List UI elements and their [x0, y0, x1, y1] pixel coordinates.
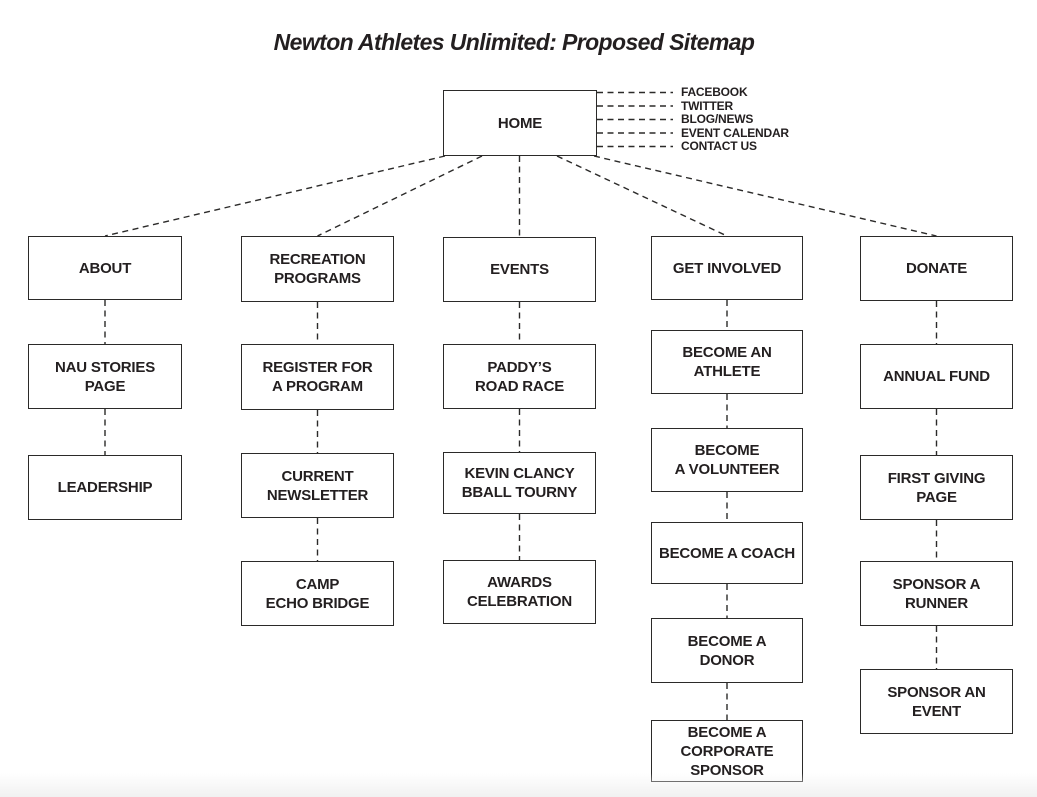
node-label: FIRST GIVING PAGE — [887, 469, 986, 506]
node-label: BECOME A DONOR — [687, 632, 767, 669]
node-label: DONATE — [905, 260, 968, 277]
node-label: BECOME A CORPORATE SPONSOR — [680, 723, 774, 779]
node-label: CAMP ECHO BRIDGE — [265, 575, 370, 612]
node-label: REGISTER FOR A PROGRAM — [262, 359, 373, 395]
fan-line-get-involved — [556, 155, 728, 237]
node-label: LEADERSHIP — [57, 479, 153, 496]
node-label: SPONSOR AN EVENT — [887, 683, 986, 720]
node-sponsor-a-runner: SPONSOR A RUNNER — [860, 561, 1013, 626]
node-become-a-coach: BECOME A COACH — [651, 522, 803, 584]
node-label: GET INVOLVED — [672, 259, 782, 277]
fan-line-recreation-programs — [317, 155, 483, 237]
node-annual-fund: ANNUAL FUND — [860, 344, 1013, 409]
node-leadership: LEADERSHIP — [28, 455, 182, 520]
social-link-facebook: FACEBOOK — [681, 85, 748, 99]
node-current-newsletter: CURRENT NEWSLETTER — [241, 453, 394, 518]
node-label: AWARDS CELEBRATION — [466, 574, 573, 610]
node-label: BECOME AN ATHLETE — [682, 344, 772, 380]
node-register-for-a-program: REGISTER FOR A PROGRAM — [241, 344, 394, 410]
node-label: ANNUAL FUND — [883, 368, 990, 385]
node-nau-stories-page: NAU STORIES PAGE — [28, 344, 182, 409]
node-home: HOME — [443, 90, 597, 156]
node-label: BECOME A VOLUNTEER — [674, 442, 780, 478]
node-recreation-programs: RECREATION PROGRAMS — [241, 236, 394, 302]
page-title: Newton Athletes Unlimited: Proposed Site… — [273, 29, 755, 55]
node-become-a-volunteer: BECOME A VOLUNTEER — [651, 428, 803, 492]
fan-line-donate — [593, 155, 937, 237]
node-label: BECOME A COACH — [658, 544, 796, 562]
social-link-event-calendar: EVENT CALENDAR — [681, 125, 789, 140]
node-about: ABOUT — [28, 236, 182, 300]
node-label: EVENTS — [490, 261, 549, 278]
node-paddys-road-race: PADDY’S ROAD RACE — [443, 344, 596, 409]
node-label: NAU STORIES PAGE — [54, 358, 156, 395]
node-label: PADDY’S ROAD RACE — [474, 358, 565, 395]
social-link-blog-news: BLOG/NEWS — [681, 112, 754, 126]
node-camp-echo-bridge: CAMP ECHO BRIDGE — [241, 561, 394, 626]
node-label: CURRENT NEWSLETTER — [266, 467, 369, 504]
node-get-involved: GET INVOLVED — [651, 236, 803, 300]
social-link-twitter: TWITTER — [681, 98, 733, 113]
node-sponsor-an-event: SPONSOR AN EVENT — [860, 669, 1013, 734]
node-label: SPONSOR A RUNNER — [892, 575, 981, 612]
node-label: HOME — [497, 114, 543, 132]
node-become-an-athlete: BECOME AN ATHLETE — [651, 330, 803, 394]
node-kevin-clancy-bball-tourny: KEVIN CLANCY BBALL TOURNY — [443, 452, 596, 514]
node-become-a-donor: BECOME A DONOR — [651, 618, 803, 683]
fan-line-about — [104, 155, 446, 237]
page-bottom-edge — [0, 773, 1037, 797]
node-first-giving-page: FIRST GIVING PAGE — [860, 455, 1013, 520]
node-label: ABOUT — [78, 259, 132, 277]
social-link-contact-us: CONTACT US — [681, 139, 757, 153]
node-awards-celebration: AWARDS CELEBRATION — [443, 560, 596, 624]
node-donate: DONATE — [860, 236, 1013, 301]
node-label: KEVIN CLANCY BBALL TOURNY — [461, 465, 578, 501]
node-label: RECREATION PROGRAMS — [269, 251, 366, 287]
node-events: EVENTS — [443, 237, 596, 302]
